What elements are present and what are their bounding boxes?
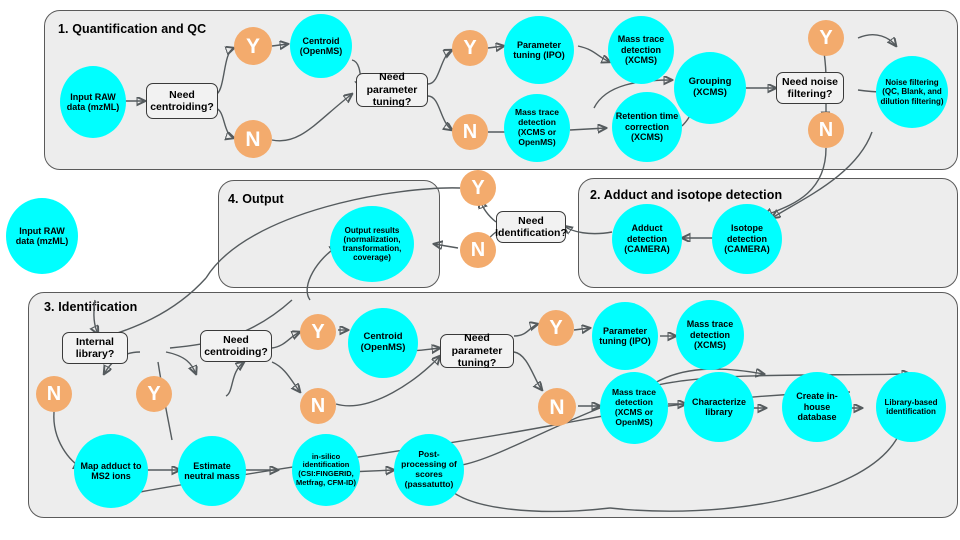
node-output-results[interactable]: Output results (normalization, transform…	[330, 206, 414, 282]
node-characterize-library[interactable]: Characterize library	[684, 372, 754, 442]
decision-marker-yes-centroiding-1[interactable]: Y	[234, 27, 272, 65]
decision-marker-yes-centroiding-2[interactable]: Y	[300, 314, 336, 350]
node-label: in-silico identification (CSI:FINGERID, …	[296, 451, 356, 487]
node-label: Centroid (OpenMS)	[360, 331, 406, 353]
node-label: Grouping (XCMS)	[688, 76, 732, 98]
decision-internal-library[interactable]: Internal library?	[62, 332, 128, 364]
panel-title-quantification-qc: 1. Quantification and QC	[58, 22, 207, 36]
decision-need-identification[interactable]: Need Identification?	[495, 211, 567, 243]
marker-label: N	[818, 119, 834, 141]
node-label: Adduct detection (CAMERA)	[624, 223, 670, 255]
node-in-silico-identification[interactable]: in-silico identification (CSI:FINGERID, …	[292, 434, 360, 506]
node-label: Retention time correction (XCMS)	[615, 111, 679, 143]
decision-label: Need noise filtering?	[781, 75, 839, 100]
node-label: Library-based identification	[884, 397, 938, 416]
decision-marker-yes-param-tuning-2[interactable]: Y	[538, 310, 574, 346]
node-label: Noise filtering (QC, Blank, and dilution…	[880, 78, 944, 106]
decision-marker-no-internal-library[interactable]: N	[36, 376, 72, 412]
node-mass-trace-detection-xcms-2[interactable]: Mass trace detection (XCMS)	[676, 300, 744, 370]
node-label: Map adduct to MS2 ions	[80, 460, 142, 481]
node-map-adduct-to-ms2-ions[interactable]: Map adduct to MS2 ions	[74, 434, 148, 508]
decision-marker-yes-identification[interactable]: Y	[460, 170, 496, 206]
node-create-in-house-database[interactable]: Create in-house database	[782, 372, 852, 442]
node-label: Parameter tuning (IPO)	[513, 39, 565, 60]
decision-label: Need parameter tuning?	[366, 71, 418, 109]
panel-title-identification: 4. Output	[228, 192, 284, 206]
node-label: Centroid (OpenMS)	[299, 35, 343, 56]
decision-marker-no-centroiding-2[interactable]: N	[300, 388, 336, 424]
decision-need-centroiding-2[interactable]: Need centroiding?	[200, 330, 272, 362]
marker-label: N	[245, 127, 261, 151]
node-label: Mass trace detection (XCMS or OpenMS)	[612, 387, 656, 427]
marker-label: Y	[245, 34, 260, 58]
node-label: Characterize library	[691, 396, 747, 417]
marker-label: Y	[819, 27, 833, 49]
node-input-raw-data-2[interactable]: Input RAW data (mzML)	[6, 198, 78, 274]
node-retention-time-correction[interactable]: Retention time correction (XCMS)	[612, 92, 682, 162]
decision-marker-yes-noise-filtering[interactable]: Y	[808, 20, 844, 56]
node-mass-trace-detection-xcms-openms-2[interactable]: Mass trace detection (XCMS or OpenMS)	[600, 372, 668, 444]
node-label: Output results (normalization, transform…	[342, 225, 402, 263]
node-post-processing-of-scores[interactable]: Post-processing of scores (passatutto)	[394, 434, 464, 506]
panel-title-output: 3. Identification	[44, 300, 138, 314]
decision-marker-yes-internal-library[interactable]: Y	[136, 376, 172, 412]
node-label: Mass trace detection (XCMS)	[686, 319, 734, 351]
node-grouping-xcms[interactable]: Grouping (XCMS)	[674, 52, 746, 124]
node-isotope-detection-camera[interactable]: Isotope detection (CAMERA)	[712, 204, 782, 274]
node-mass-trace-detection-xcms-1[interactable]: Mass trace detection (XCMS)	[608, 16, 674, 84]
marker-label: Y	[147, 383, 161, 405]
decision-label: Need centroiding?	[150, 88, 214, 113]
decision-label: Internal library?	[75, 335, 115, 360]
marker-label: Y	[311, 321, 325, 343]
node-label: Input RAW data (mzML)	[15, 225, 69, 246]
marker-label: Y	[471, 177, 485, 199]
decision-need-parameter-tuning-1[interactable]: Need parameter tuning?	[356, 71, 428, 109]
decision-label: Need parameter tuning?	[451, 332, 503, 370]
marker-label: N	[549, 395, 565, 419]
node-library-based-identification[interactable]: Library-based identification	[876, 372, 946, 442]
decision-marker-no-noise-filtering[interactable]: N	[808, 112, 844, 148]
decision-marker-yes-param-tuning-1[interactable]: Y	[452, 30, 488, 66]
decision-need-parameter-tuning-2[interactable]: Need parameter tuning?	[440, 332, 514, 370]
decision-label: Need Identification?	[495, 214, 567, 239]
node-label: Mass trace detection (XCMS or OpenMS)	[515, 107, 559, 147]
marker-label: Y	[549, 317, 563, 339]
marker-label: N	[46, 383, 62, 405]
node-parameter-tuning-ipo-2[interactable]: Parameter tuning (IPO)	[592, 302, 658, 370]
node-adduct-detection-camera[interactable]: Adduct detection (CAMERA)	[612, 204, 682, 274]
decision-marker-no-param-tuning-2[interactable]: N	[538, 388, 576, 426]
node-label: Estimate neutral mass	[184, 460, 240, 481]
marker-label: N	[470, 239, 486, 261]
node-parameter-tuning-ipo-1[interactable]: Parameter tuning (IPO)	[504, 16, 574, 84]
marker-label: N	[462, 121, 478, 143]
decision-marker-no-identification[interactable]: N	[460, 232, 496, 268]
node-label: Isotope detection (CAMERA)	[724, 223, 770, 255]
node-label: Parameter tuning (IPO)	[599, 325, 651, 346]
node-centroid-openms-1[interactable]: Centroid (OpenMS)	[290, 14, 352, 78]
node-label: Create in-house database	[796, 391, 838, 423]
panel-title-adduct-isotope-detection: 2. Adduct and isotope detection	[590, 188, 783, 202]
marker-label: N	[310, 395, 326, 417]
decision-marker-no-centroiding-1[interactable]: N	[234, 120, 272, 158]
node-noise-filtering[interactable]: Noise filtering (QC, Blank, and dilution…	[876, 56, 948, 128]
node-input-raw-data-1[interactable]: Input RAW data (mzML)	[60, 66, 126, 138]
decision-label: Need centroiding?	[204, 333, 268, 358]
node-label: Input RAW data (mzML)	[66, 91, 120, 112]
node-mass-trace-detection-xcms-openms-1[interactable]: Mass trace detection (XCMS or OpenMS)	[504, 94, 570, 162]
marker-label: Y	[463, 37, 477, 59]
node-label: Mass trace detection (XCMS)	[617, 34, 665, 66]
decision-need-centroiding-1[interactable]: Need centroiding?	[146, 83, 218, 119]
node-estimate-neutral-mass[interactable]: Estimate neutral mass	[178, 436, 246, 506]
decision-need-noise-filtering[interactable]: Need noise filtering?	[776, 72, 844, 104]
node-centroid-openms-2[interactable]: Centroid (OpenMS)	[348, 308, 418, 378]
node-label: Post-processing of scores (passatutto)	[401, 449, 457, 489]
decision-marker-no-param-tuning-1[interactable]: N	[452, 114, 488, 150]
